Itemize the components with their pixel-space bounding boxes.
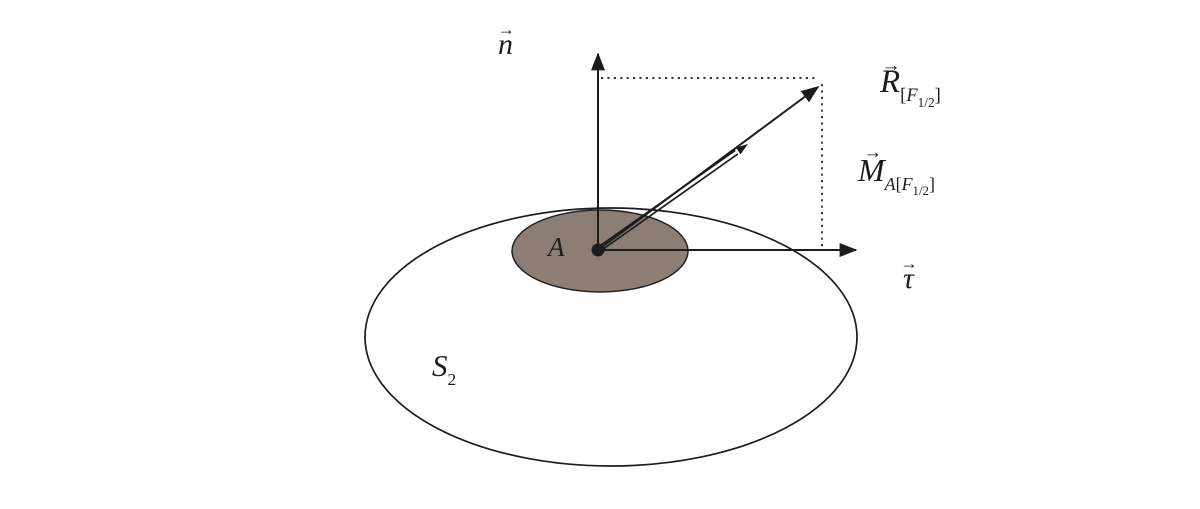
vector-arrow-glyph: → [881,55,901,77]
resultant-vector-arrow [597,86,820,251]
label-tangent-vector: →τ [900,254,917,295]
force-index: 1/2 [917,94,935,110]
bracket-open: [ [900,85,907,106]
normal-letter: n [498,28,513,61]
resultant-subscript: [F1/2] [900,85,941,109]
force-symbol: F [906,85,918,106]
surface-s2-ellipse [364,207,858,467]
label-region-a: A [548,234,565,261]
label-moment-vector: →MA[F1/2] [858,144,935,198]
resultant-vector-symbol: →R [880,56,901,100]
vector-arrow-glyph: → [497,18,515,39]
force-symbol: F [901,173,913,194]
vector-arrow-glyph: → [863,142,882,164]
moment-vector-shaft-upper [598,153,739,253]
label-surface-s2: S2 [432,348,456,388]
normal-vector-symbol: →n [498,20,515,61]
surface-index: 2 [447,369,457,389]
bracket-open: [ [895,173,902,194]
moment-vector-arrowhead [735,144,748,155]
moment-vector-symbol: →M [858,144,885,188]
force-index: 1/2 [912,184,930,199]
bracket-close: ] [934,85,941,106]
bracket-close: ] [929,173,935,194]
surface-letter: S [432,348,448,383]
tangent-letter: τ [903,262,914,295]
label-resultant-vector: →R[F1/2] [880,56,941,109]
region-letter: A [548,232,565,262]
resultant-letter: R [880,64,901,100]
tangent-vector-symbol: →τ [900,254,917,295]
moment-point: A [884,173,896,194]
origin-point-a [591,243,605,257]
vector-arrow-glyph: → [900,252,918,273]
label-normal-vector: →n [498,20,515,61]
moment-vector-shaft-lower [596,149,736,249]
moment-subscript: A[F1/2] [884,173,935,198]
moment-letter: M [858,152,885,188]
